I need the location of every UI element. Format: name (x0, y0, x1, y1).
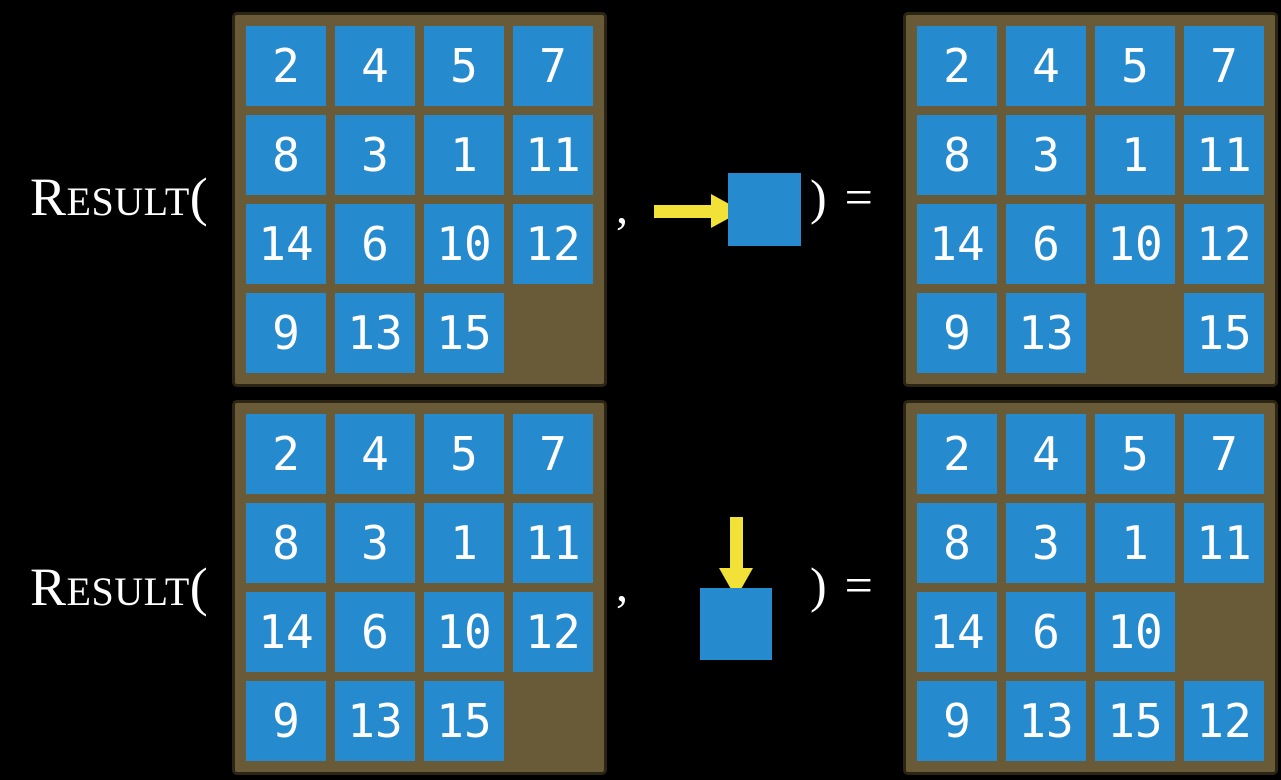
tile-3: 3 (335, 115, 415, 195)
tile-15: 15 (1184, 293, 1264, 373)
tile-11: 11 (1184, 115, 1264, 195)
result-function-label: RESULT( (30, 560, 208, 614)
blank-cell (513, 681, 593, 761)
tile-7: 7 (513, 26, 593, 106)
result-label-initial: R (30, 557, 67, 617)
tile-14: 14 (246, 204, 326, 284)
tile-8: 8 (246, 503, 326, 583)
tile-5: 5 (424, 26, 504, 106)
close-paren: ) (810, 557, 827, 613)
comma-separator: , (616, 181, 628, 234)
tile-10: 10 (424, 204, 504, 284)
tile-2: 2 (917, 414, 997, 494)
tile-14: 14 (917, 592, 997, 672)
tile-12: 12 (513, 204, 593, 284)
tile-4: 4 (335, 26, 415, 106)
result-label-smallcaps: ESULT (66, 179, 190, 224)
tile-9: 9 (917, 293, 997, 373)
tile-7: 7 (513, 414, 593, 494)
tile-15: 15 (424, 293, 504, 373)
tile-6: 6 (1006, 592, 1086, 672)
tile-2: 2 (246, 414, 326, 494)
blank-cell (513, 293, 593, 373)
close-paren-equals: )= (810, 560, 873, 610)
tile-10: 10 (424, 592, 504, 672)
tile-9: 9 (917, 681, 997, 761)
tile-3: 3 (1006, 115, 1086, 195)
tile-15: 15 (1095, 681, 1175, 761)
blank-cell (1095, 293, 1175, 373)
tile-3: 3 (1006, 503, 1086, 583)
tile-11: 11 (513, 115, 593, 195)
comma-separator: , (616, 559, 628, 612)
result-label-initial: R (30, 167, 67, 227)
tile-13: 13 (335, 293, 415, 373)
tile-11: 11 (513, 503, 593, 583)
tile-5: 5 (1095, 414, 1175, 494)
tile-1: 1 (424, 115, 504, 195)
tile-14: 14 (917, 204, 997, 284)
tile-7: 7 (1184, 26, 1264, 106)
equals-sign: = (844, 169, 873, 225)
right-arrow-shaft (654, 205, 716, 218)
tile-8: 8 (246, 115, 326, 195)
tile-2: 2 (917, 26, 997, 106)
tile-3: 3 (335, 503, 415, 583)
tile-9: 9 (246, 293, 326, 373)
tile-7: 7 (1184, 414, 1264, 494)
close-paren: ) (810, 169, 827, 225)
tile-15: 15 (424, 681, 504, 761)
tile-13: 13 (335, 681, 415, 761)
tile-12: 12 (513, 592, 593, 672)
tile-10: 10 (1095, 592, 1175, 672)
tile-14: 14 (246, 592, 326, 672)
tile-5: 5 (1095, 26, 1175, 106)
tile-12: 12 (1184, 204, 1264, 284)
tile-10: 10 (1095, 204, 1175, 284)
result-function-label: RESULT( (30, 170, 208, 224)
tile-6: 6 (335, 204, 415, 284)
tile-1: 1 (1095, 115, 1175, 195)
tile-8: 8 (917, 503, 997, 583)
close-paren-equals: )= (810, 172, 873, 222)
tile-13: 13 (1006, 681, 1086, 761)
open-paren: ( (189, 557, 209, 617)
result-label-smallcaps: ESULT (66, 569, 190, 614)
action-tile-square (728, 173, 801, 246)
action-tile-square (700, 588, 772, 660)
tile-2: 2 (246, 26, 326, 106)
tile-4: 4 (335, 414, 415, 494)
tile-12: 12 (1184, 681, 1264, 761)
tile-6: 6 (335, 592, 415, 672)
tile-9: 9 (246, 681, 326, 761)
open-paren: ( (189, 167, 209, 227)
tile-8: 8 (917, 115, 997, 195)
tile-4: 4 (1006, 26, 1086, 106)
tile-11: 11 (1184, 503, 1264, 583)
down-arrow-shaft (730, 517, 743, 573)
tile-5: 5 (424, 414, 504, 494)
blank-cell (1184, 592, 1264, 672)
down-arrow-icon (719, 517, 754, 598)
tile-6: 6 (1006, 204, 1086, 284)
tile-1: 1 (424, 503, 504, 583)
equals-sign: = (844, 557, 873, 613)
tile-1: 1 (1095, 503, 1175, 583)
tile-4: 4 (1006, 414, 1086, 494)
tile-13: 13 (1006, 293, 1086, 373)
